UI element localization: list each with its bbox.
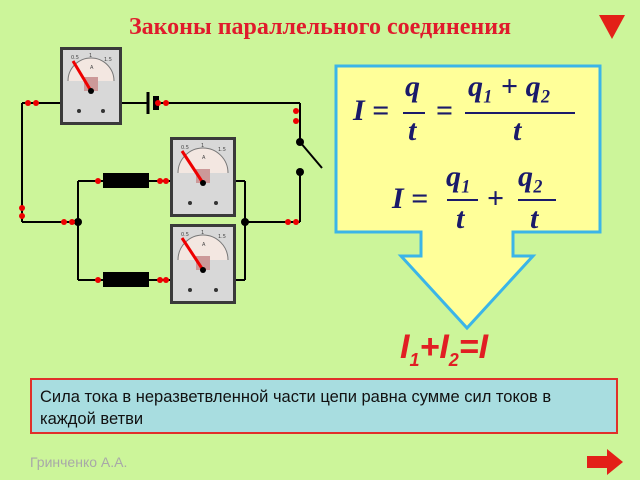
svg-text:1.5: 1.5: [104, 57, 112, 63]
svg-text:1.5: 1.5: [218, 147, 226, 153]
current-law: I1+I2=I: [400, 328, 489, 370]
formula-2-den1: t: [456, 202, 465, 235]
svg-text:1: 1: [89, 53, 92, 59]
svg-text:A: A: [90, 65, 94, 71]
svg-text:1: 1: [201, 143, 204, 149]
formula-2-num2: q₂: [518, 160, 544, 193]
formula-2-plus: +: [487, 182, 505, 215]
slide-title: Законы параллельного соединения: [128, 14, 512, 40]
svg-text:1: 1: [201, 230, 204, 236]
ammeter-main: 0.5 1 1.5 A: [60, 47, 122, 125]
formula-1-num2: q₁ + q₂: [468, 70, 552, 103]
formula-1-den2: t: [513, 114, 522, 147]
ammeter-branch-1: 0.5 1 1.5 A: [170, 137, 236, 217]
formula-2-den2: t: [530, 202, 539, 235]
svg-text:A: A: [202, 155, 206, 161]
svg-text:1.5: 1.5: [218, 234, 226, 240]
svg-text:A: A: [202, 242, 206, 248]
formula-1-eq2: =: [436, 94, 454, 127]
formula-2-lhs: I =: [392, 182, 429, 215]
resistor-2: [103, 272, 149, 287]
formula-frame: [334, 64, 602, 331]
scale-label: 0.5: [71, 55, 79, 61]
formula-1-num: q: [405, 70, 420, 103]
explanation-box: Сила тока в неразветвленной части цепи р…: [30, 378, 618, 434]
formula-2-num1: q₁: [446, 160, 472, 193]
author-label: Гринченко А.А.: [30, 454, 128, 470]
formula-1-den: t: [408, 114, 417, 147]
svg-text:0.5: 0.5: [181, 145, 189, 151]
parallel-circuit-diagram: 0.5 1 1.5 A 0.5 1 1.5 A 0.5 1 1.5 A: [19, 47, 323, 304]
resistor-1: [103, 173, 149, 188]
nav-down-arrow-icon[interactable]: [597, 13, 627, 41]
ammeter-branch-2: 0.5 1 1.5 A: [170, 224, 236, 304]
next-arrow-icon[interactable]: [585, 448, 625, 476]
svg-text:0.5: 0.5: [181, 232, 189, 238]
formula-1-lhs: I =: [353, 94, 390, 127]
